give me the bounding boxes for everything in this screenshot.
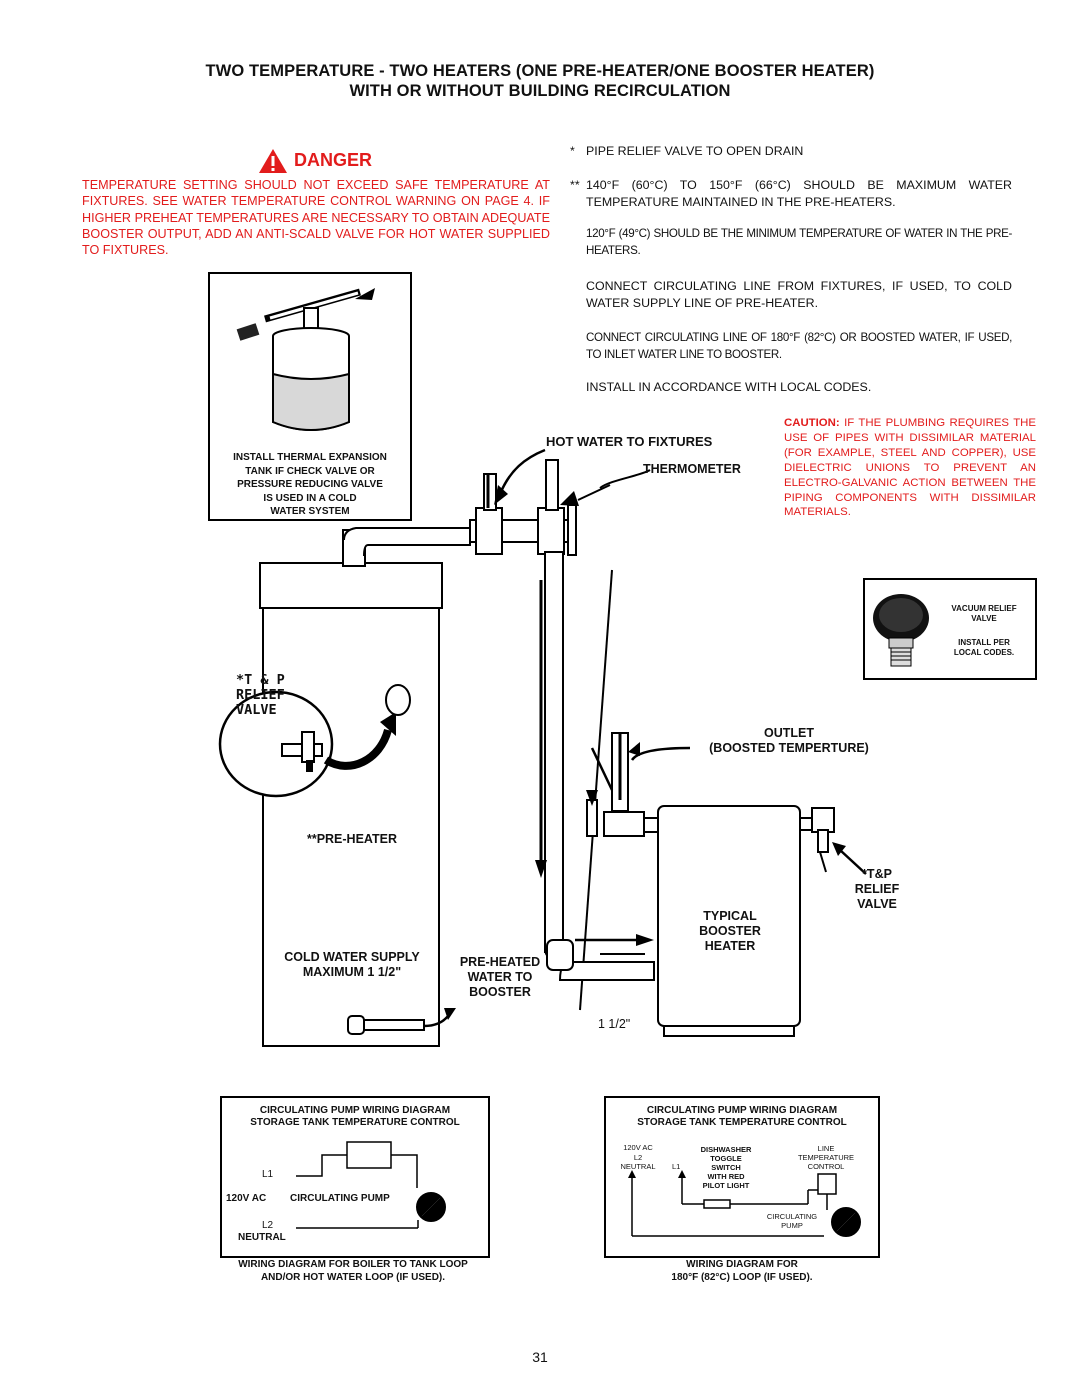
vacuum-relief-label: VACUUM RELIEF VALVE xyxy=(951,604,1017,623)
wiring-diagram-right: CIRCULATING PUMP WIRING DIAGRAM STORAGE … xyxy=(604,1096,880,1258)
wiring-left-schematic xyxy=(296,1141,446,1229)
vacuum-relief-box: VACUUM RELIEF VALVE INSTALL PER LOCAL CO… xyxy=(863,578,1037,680)
wiring-right-voltage-group: 120V AC L2 NEUTRAL xyxy=(620,1143,656,1171)
note-min-temp: 120°F (49°C) SHOULD BE THE MINIMUM TEMPE… xyxy=(586,227,1012,257)
booster-label: TYPICAL BOOSTER HEATER xyxy=(699,909,761,953)
vacuum-relief-codes: INSTALL PER LOCAL CODES. xyxy=(953,638,1015,657)
cold-supply-label: COLD WATER SUPPLY MAXIMUM 1 1/2" xyxy=(284,950,420,979)
wiring-left-title: CIRCULATING PUMP WIRING DIAGRAM STORAGE … xyxy=(250,1105,460,1128)
wiring-right-title: CIRCULATING PUMP WIRING DIAGRAM STORAGE … xyxy=(637,1105,847,1128)
note-circulating-boosted: CONNECT CIRCULATING LINE OF 180°F (82°C)… xyxy=(586,331,1012,361)
outlet-label: OUTLET (BOOSTED TEMPERTURE) xyxy=(709,726,869,755)
warning-icon xyxy=(259,149,287,173)
pre-heater-tp-label: *T & P RELIEF VALVE xyxy=(236,672,285,718)
expansion-tank-illustration xyxy=(236,288,375,431)
expansion-tank-note: INSTALL THERMAL EXPANSION TANK IF CHECK … xyxy=(233,452,387,517)
wiring-right-schematic xyxy=(628,1170,861,1237)
note-circulating-cold: CONNECT CIRCULATING LINE FROM FIXTURES, … xyxy=(586,279,1012,310)
danger-heading: DANGER xyxy=(258,148,388,174)
danger-text: TEMPERATURE SETTING SHOULD NOT EXCEED SA… xyxy=(82,178,550,258)
wiring-left-l2: L2 xyxy=(262,1220,274,1231)
hot-water-label: HOT WATER TO FIXTURES xyxy=(546,434,713,449)
wiring-left-caption: WIRING DIAGRAM FOR BOILER TO TANK LOOP A… xyxy=(238,1259,468,1283)
wiring-left-voltage: 120V AC xyxy=(226,1193,267,1204)
note-relief-drain: * PIPE RELIEF VALVE TO OPEN DRAIN xyxy=(570,144,804,158)
thermometer-label: THERMOMETER xyxy=(643,462,741,476)
wiring-right-pump: CIRCULATING PUMP xyxy=(766,1212,818,1230)
pipe-size-label: 1 1/2" xyxy=(598,1017,631,1031)
expansion-tank-box: INSTALL THERMAL EXPANSION TANK IF CHECK … xyxy=(208,272,412,521)
wiring-right-line-control: LINE TEMPERATURE CONTROL xyxy=(797,1144,855,1171)
pre-heater-label: **PRE-HEATER xyxy=(306,832,398,846)
wiring-right-switch: DISHWASHER TOGGLE SWITCH WITH RED PILOT … xyxy=(700,1145,752,1190)
note-local-codes: INSTALL IN ACCORDANCE WITH LOCAL CODES. xyxy=(586,380,872,394)
page-number: 31 xyxy=(532,1349,548,1365)
wiring-right-caption: WIRING DIAGRAM FOR 180°F (82°C) LOOP (IF… xyxy=(671,1259,813,1283)
booster-heater-tank xyxy=(657,805,801,1037)
booster-tp-label: *T&P RELIEF VALVE xyxy=(854,867,900,911)
page-title-line2: WITH OR WITHOUT BUILDING RECIRCULATION xyxy=(349,82,731,100)
wiring-left-pump: CIRCULATING PUMP xyxy=(290,1193,390,1204)
wiring-left-l1: L1 xyxy=(262,1169,274,1180)
note-max-temp: ** 140°F (60°C) TO 150°F (66°C) SHOULD B… xyxy=(570,178,1012,209)
wiring-right-l1: L1 xyxy=(672,1162,681,1171)
wiring-left-neutral: NEUTRAL xyxy=(238,1232,286,1243)
caution-text: CAUTION: IF THE PLUMBING REQUIRES THE US… xyxy=(784,417,1036,519)
wiring-diagram-left: CIRCULATING PUMP WIRING DIAGRAM STORAGE … xyxy=(220,1096,490,1258)
page-title-line1: TWO TEMPERATURE - TWO HEATERS (ONE PRE-H… xyxy=(205,62,875,80)
plumbing-diagram xyxy=(218,448,867,1047)
danger-label: DANGER xyxy=(294,150,373,170)
vacuum-relief-valve-icon xyxy=(873,594,929,667)
pre-heated-label: PRE-HEATED WATER TO BOOSTER xyxy=(459,955,541,999)
pre-heater-tank xyxy=(259,562,443,1047)
